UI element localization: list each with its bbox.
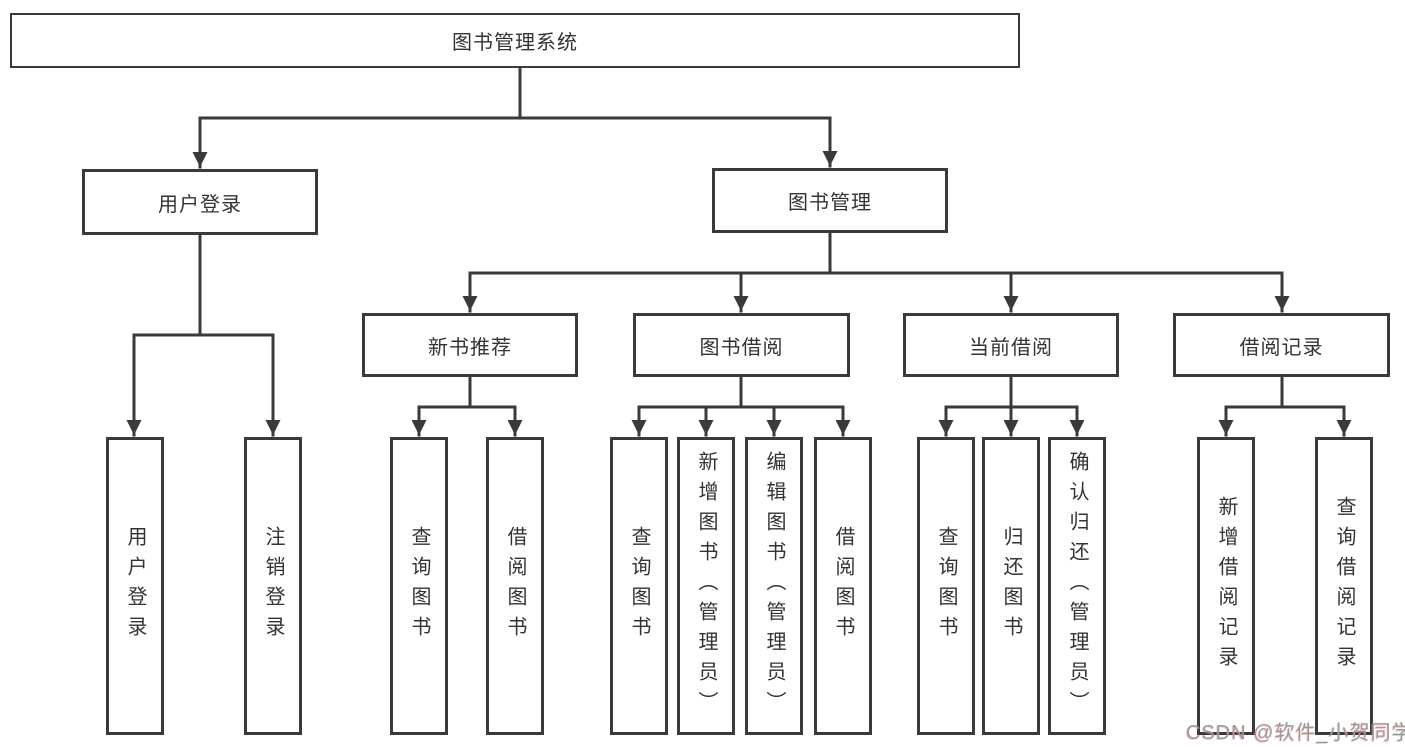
node-new-book-recommend: 新书推荐 <box>362 313 578 377</box>
leaf-borrow-query-book-label: 查询图书 <box>628 526 650 646</box>
leaf-add-borrow-record: 新增借阅记录 <box>1197 437 1255 735</box>
node-book-management: 图书管理 <box>712 168 948 233</box>
leaf-recommend-borrow-book-label: 借阅图书 <box>504 526 526 646</box>
leaf-recommend-query-book-label: 查询图书 <box>408 526 430 646</box>
node-root-library-system: 图书管理系统 <box>10 13 1020 68</box>
node-user-login: 用户登录 <box>82 169 318 235</box>
leaf-logout: 注销登录 <box>244 437 302 735</box>
leaf-query-borrow-record: 查询借阅记录 <box>1315 437 1373 735</box>
node-book-management-label: 图书管理 <box>788 192 872 214</box>
leaf-borrow-book-label: 借阅图书 <box>832 526 854 646</box>
node-borrow-record: 借阅记录 <box>1173 313 1390 377</box>
leaf-edit-book-admin: 编辑图书（管理员） <box>745 437 803 735</box>
node-book-borrow-label: 图书借阅 <box>699 336 784 359</box>
leaf-borrow-query-book: 查询图书 <box>610 437 668 735</box>
leaf-recommend-borrow-book: 借阅图书 <box>486 437 544 735</box>
leaf-edit-book-admin-label: 编辑图书（管理员） <box>763 451 785 721</box>
leaf-user-login: 用户登录 <box>106 437 164 735</box>
leaf-confirm-return-admin-label: 确认归还（管理员） <box>1066 451 1088 721</box>
leaf-recommend-query-book: 查询图书 <box>390 437 448 735</box>
leaf-add-book-admin: 新增图书（管理员） <box>677 437 735 735</box>
leaf-current-query-book: 查询图书 <box>917 437 975 735</box>
node-new-book-recommend-label: 新书推荐 <box>428 336 512 359</box>
leaf-current-query-book-label: 查询图书 <box>935 526 957 646</box>
leaf-confirm-return-admin: 确认归还（管理员） <box>1048 437 1106 735</box>
leaf-borrow-book: 借阅图书 <box>814 437 872 735</box>
csdn-watermark: CSDN @软件_小贺同学 <box>1186 722 1405 744</box>
node-book-borrow: 图书借阅 <box>633 313 850 377</box>
leaf-add-borrow-record-label: 新增借阅记录 <box>1215 496 1237 676</box>
node-root-label: 图书管理系统 <box>452 32 578 54</box>
leaf-query-borrow-record-label: 查询借阅记录 <box>1333 496 1355 676</box>
node-borrow-record-label: 借阅记录 <box>1239 336 1324 359</box>
node-current-borrow-label: 当前借阅 <box>969 336 1053 359</box>
node-current-borrow: 当前借阅 <box>903 313 1119 377</box>
node-user-login-label: 用户登录 <box>158 193 242 216</box>
leaf-logout-label: 注销登录 <box>262 526 284 646</box>
leaf-return-book: 归还图书 <box>982 437 1040 735</box>
leaf-return-book-label: 归还图书 <box>1000 526 1022 646</box>
leaf-add-book-admin-label: 新增图书（管理员） <box>695 451 717 721</box>
leaf-user-login-label: 用户登录 <box>124 526 146 646</box>
